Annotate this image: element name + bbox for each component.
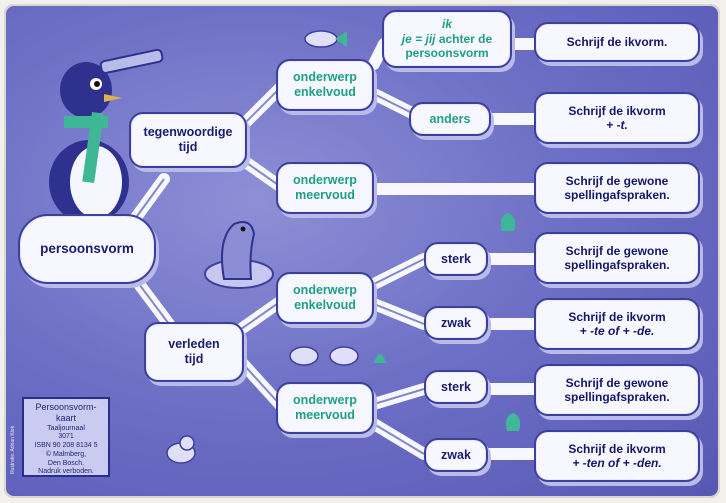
subject-present-singular: onderwerp enkelvoud xyxy=(276,59,374,111)
rule-text-l2: spellingafspraken. xyxy=(564,258,670,272)
publisher-label-box: Persoonsvorm- kaart Taaljournaal 3071 IS… xyxy=(22,397,110,477)
fish-icon xyxy=(304,30,347,48)
rule-ikvorm-t: Schrijf de ikvorm + -t. xyxy=(534,92,700,144)
branch-ik-line3: persoonsvorm xyxy=(405,46,489,61)
label-title-1: Persoonsvorm- xyxy=(35,402,97,412)
branch-ik-line2-em: je = jij xyxy=(401,31,436,46)
subject-present-plural: onderwerp meervoud xyxy=(276,162,374,214)
branch-sterk-1: sterk xyxy=(424,242,488,276)
rule-text-l1: Schrijf de gewone xyxy=(565,243,669,258)
tense-past-label: verleden tijd xyxy=(168,337,220,366)
tense-present: tegenwoordige tijd xyxy=(129,112,247,168)
rule-text-l1: Schrijf de gewone xyxy=(565,375,669,390)
branch-ik-line2: je = jij achter de xyxy=(402,32,492,46)
rule-gewone-1: Schrijf de gewone spellingafspraken. xyxy=(534,162,700,214)
branch-sterk-label: sterk xyxy=(441,251,471,266)
branch-ik-line1: ik xyxy=(441,17,452,32)
rule-gewone-2: Schrijf de gewone spellingafspraken. xyxy=(534,232,700,284)
subject-label: onderwerp meervoud xyxy=(293,393,357,422)
branch-zwak-label: zwak xyxy=(441,447,471,462)
rule-text-l1: Schrijf de gewone xyxy=(565,173,669,188)
rule-text-l2: + -ten of + -den. xyxy=(572,456,662,470)
label-code: 3071 xyxy=(58,433,74,441)
rule-ikvorm-te-de: Schrijf de ikvorm + -te of + -de. xyxy=(534,298,700,350)
subject-past-plural: onderwerp meervoud xyxy=(276,382,374,434)
label-title-2: kaart xyxy=(55,413,76,424)
label-publisher: Taaljournaal xyxy=(47,424,85,432)
illustrator-credit: Illustratie: Adrian Klok xyxy=(10,425,16,474)
plant-icon xyxy=(500,213,516,231)
branch-zwak-2: zwak xyxy=(424,438,488,472)
rule-text-l2: + -te of + -de. xyxy=(579,324,655,338)
subject-label: onderwerp meervoud xyxy=(293,173,357,202)
fish-group-icon xyxy=(289,346,386,366)
subject-past-singular: onderwerp enkelvoud xyxy=(276,272,374,324)
branch-zwak-1: zwak xyxy=(424,306,488,340)
rule-text-l2: spellingafspraken. xyxy=(564,390,670,404)
rule-text-l1: Schrijf de ikvorm xyxy=(568,441,666,456)
plant-icon xyxy=(505,413,521,431)
label-rights: Nadruk verboden. xyxy=(38,468,94,476)
rule-text: Schrijf de ikvorm. xyxy=(566,34,668,49)
branch-sterk-2: sterk xyxy=(424,370,488,404)
rule-ikvorm: Schrijf de ikvorm. xyxy=(534,22,700,62)
seal-icon xyxy=(204,221,274,289)
rule-text-l2: + -t. xyxy=(606,118,628,132)
label-city: Den Bosch. xyxy=(47,459,85,467)
subject-label: onderwerp enkelvoud xyxy=(293,283,357,312)
rule-text-l1: Schrijf de ikvorm xyxy=(568,309,666,324)
label-isbn: ISBN 90 208 8134 5 xyxy=(34,442,98,449)
subject-label: onderwerp enkelvoud xyxy=(293,70,357,99)
rule-text-l2: spellingafspraken. xyxy=(564,188,670,202)
root-label: persoonsvorm xyxy=(40,240,134,256)
branch-sterk-label: sterk xyxy=(441,379,471,394)
spelling-map-card: persoonsvorm tegenwoordige tijd verleden… xyxy=(4,4,720,498)
branch-ik-line2-rest: achter de xyxy=(435,31,493,46)
branch-ik-je: ik je = jij achter de persoonsvorm xyxy=(382,10,512,68)
tense-past: verleden tijd xyxy=(144,322,244,382)
label-copyright: © Malmberg, xyxy=(45,450,87,458)
branch-anders-label: anders xyxy=(429,111,471,126)
branch-anders: anders xyxy=(409,102,491,136)
rule-gewone-3: Schrijf de gewone spellingafspraken. xyxy=(534,364,700,416)
bird-icon xyxy=(166,435,196,464)
root-persoonsvorm: persoonsvorm xyxy=(18,214,156,284)
tense-present-label: tegenwoordige tijd xyxy=(143,125,233,154)
rule-text-l1: Schrijf de ikvorm xyxy=(568,103,666,118)
branch-zwak-label: zwak xyxy=(441,315,471,330)
rule-ikvorm-ten-den: Schrijf de ikvorm + -ten of + -den. xyxy=(534,430,700,482)
